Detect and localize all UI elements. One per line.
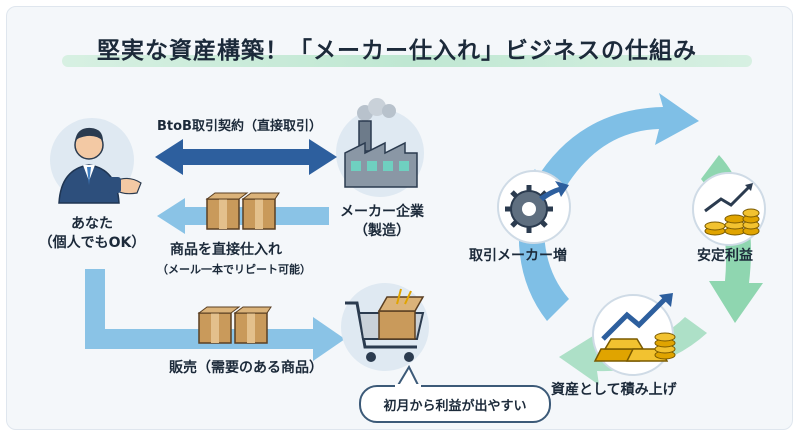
callout-bubble: 初月から利益が出やすい bbox=[359, 385, 551, 423]
factory-icon bbox=[336, 98, 424, 197]
callout-pointer bbox=[395, 364, 421, 388]
businessman-handshake-icon bbox=[50, 118, 142, 204]
cycle-step-makers: 取引メーカー増 bbox=[469, 248, 567, 264]
sales-label: 販売（需要のある商品） bbox=[169, 360, 323, 376]
sales-arrow bbox=[85, 269, 345, 361]
gear-arrow-icon bbox=[497, 170, 571, 244]
gold-bars-growth-icon bbox=[592, 293, 676, 376]
contract-label: BtoB取引契約（直接取引） bbox=[157, 119, 322, 134]
callout-text: 初月から利益が出やすい bbox=[383, 398, 527, 414]
maker-label: メーカー企業 （製造） bbox=[340, 204, 424, 239]
page-title: 堅実な資産構築！「メーカー仕入れ」ビジネスの仕組み bbox=[97, 38, 697, 64]
purchase-label: 商品を直接仕入れ bbox=[170, 242, 282, 258]
contract-double-arrow bbox=[155, 139, 337, 175]
diagram-frame: 堅実な資産構築！「メーカー仕入れ」ビジネスの仕組み あなた （個人でもOK） メ… bbox=[6, 6, 793, 430]
cardboard-box-icon bbox=[197, 306, 272, 344]
you-label: あなた （個人でもOK） bbox=[38, 216, 146, 251]
cycle-step-assets: 資産として積み上げ bbox=[551, 382, 677, 398]
shopping-cart-box-icon bbox=[341, 283, 429, 371]
cardboard-box-icon bbox=[205, 192, 280, 230]
cycle-step-profit: 安定利益 bbox=[697, 248, 753, 264]
title-highlight bbox=[62, 55, 752, 67]
purchase-sub-label: （メール一本でリピート可能） bbox=[157, 263, 311, 276]
coins-growth-icon bbox=[692, 172, 766, 246]
